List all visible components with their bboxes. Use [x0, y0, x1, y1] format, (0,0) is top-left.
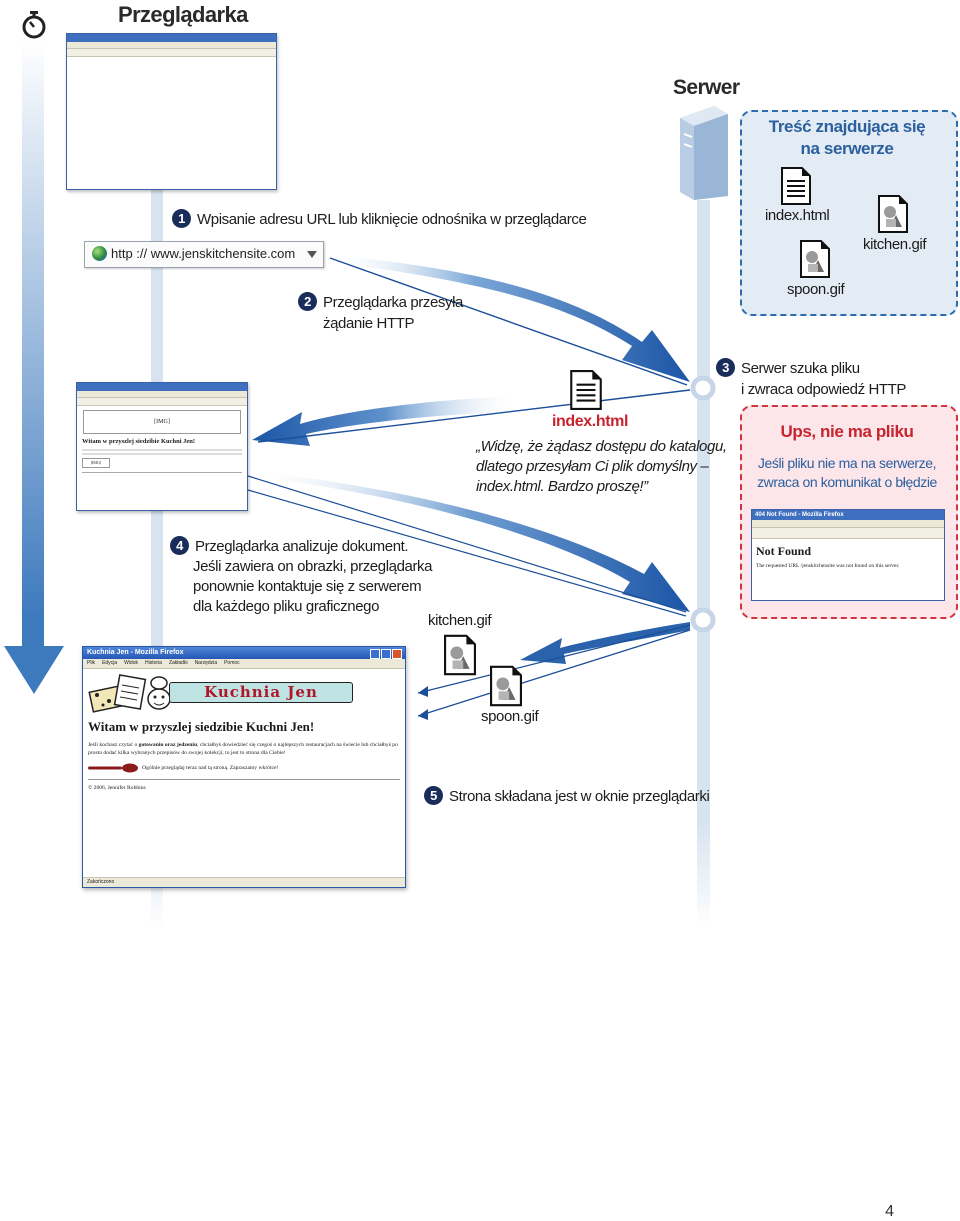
error-browser-window: 404 Not Found - Mozilla Firefox Not Foun… — [751, 509, 945, 601]
kitchen-illustration-icon — [88, 674, 171, 713]
close-button[interactable] — [392, 649, 402, 659]
banner-title: Kuchnia Jen — [204, 683, 318, 701]
browser-window-empty — [66, 33, 277, 190]
image-file-icon — [800, 240, 830, 283]
final-paragraph: Jeśli kochasz czytać o gotowaniu oraz je… — [88, 742, 398, 756]
server-quote: „Widzę, że żądasz dostępu do katalogu, d… — [476, 438, 727, 495]
image-placeholder: [IMG] — [82, 458, 110, 468]
stopwatch-icon — [20, 10, 48, 40]
error-title: Ups, nie ma pliku — [780, 422, 914, 441]
menu-item[interactable]: Edycja — [102, 660, 118, 666]
image-placeholder: [IMG] — [83, 410, 241, 434]
returned-spoon-label: spoon.gif — [481, 708, 539, 725]
browser-title: Przeglądarka — [118, 2, 248, 27]
error-description: Jeśli pliku nie ma na serwerze, zwraca o… — [757, 455, 937, 490]
status-bar: Zakończono — [83, 877, 405, 887]
image-file-icon — [878, 195, 908, 238]
menu-item[interactable]: Zakładki — [168, 660, 188, 666]
browser-window-final: Kuchnia Jen - Mozilla Firefox Plik Edycj… — [82, 646, 406, 888]
timeline-arrow-shaft — [22, 40, 44, 650]
menu-item[interactable]: Narzędzia — [194, 660, 218, 666]
chevron-down-icon[interactable] — [307, 251, 317, 258]
menu-item[interactable]: Historia — [144, 660, 162, 666]
mid-heading: Witam w przyszlej siedzibie Kuchni Jen! — [82, 438, 196, 445]
menu-item[interactable]: Widok — [124, 660, 138, 666]
menu-item[interactable]: Pomoc — [224, 660, 240, 666]
url-text: http :// www.jenskitchensite.com — [111, 246, 296, 261]
response-filename: index.html — [552, 413, 629, 430]
returned-kitchen-label: kitchen.gif — [428, 612, 492, 629]
error-heading: Not Found — [756, 544, 812, 558]
url-bar[interactable]: http :// www.jenskitchensite.com — [84, 241, 324, 268]
image-file-icon — [490, 665, 522, 712]
server-content-box — [740, 110, 958, 316]
page-number: 4 — [885, 1203, 894, 1220]
menu-item[interactable]: Plik — [87, 660, 96, 666]
minimize-button[interactable] — [370, 649, 380, 659]
spoon-icon — [88, 763, 138, 773]
kitchen-banner: Kuchnia Jen — [83, 671, 405, 715]
final-heading: Witam w przyszlej siedzibie Kuchni Jen! — [88, 719, 315, 734]
timeline-arrow-head — [4, 646, 64, 694]
server-file-index: index.html — [765, 207, 830, 224]
final-menu-bar: Plik Edycja Widok Historia Zakładki Narz… — [83, 659, 405, 669]
spoon-row: Ogólnie przeglądaj teraz nad tą stroną. … — [83, 757, 405, 773]
server-file-spoon: spoon.gif — [787, 281, 845, 298]
image-file-icon — [444, 634, 476, 681]
server-content-title: Treść znajdująca się na serwerze — [768, 117, 926, 158]
server-title: Serwer — [673, 76, 740, 99]
server-file-kitchen: kitchen.gif — [863, 236, 927, 253]
final-window-title: Kuchnia Jen - Mozilla Firefox — [87, 649, 184, 656]
document-icon — [781, 167, 811, 210]
error-window-title: 404 Not Found - Mozilla Firefox — [752, 510, 944, 520]
final-footer: © 2006, Jennifer Robbins — [88, 785, 146, 791]
browser-window-unstyled: [IMG] Witam w przyszlej siedzibie Kuchni… — [76, 382, 248, 511]
document-icon — [570, 370, 602, 415]
maximize-button[interactable] — [381, 649, 391, 659]
error-message: The requested URL /jenskitchensite was n… — [756, 563, 900, 569]
server-tower-icon — [676, 104, 732, 202]
globe-icon — [92, 246, 107, 261]
